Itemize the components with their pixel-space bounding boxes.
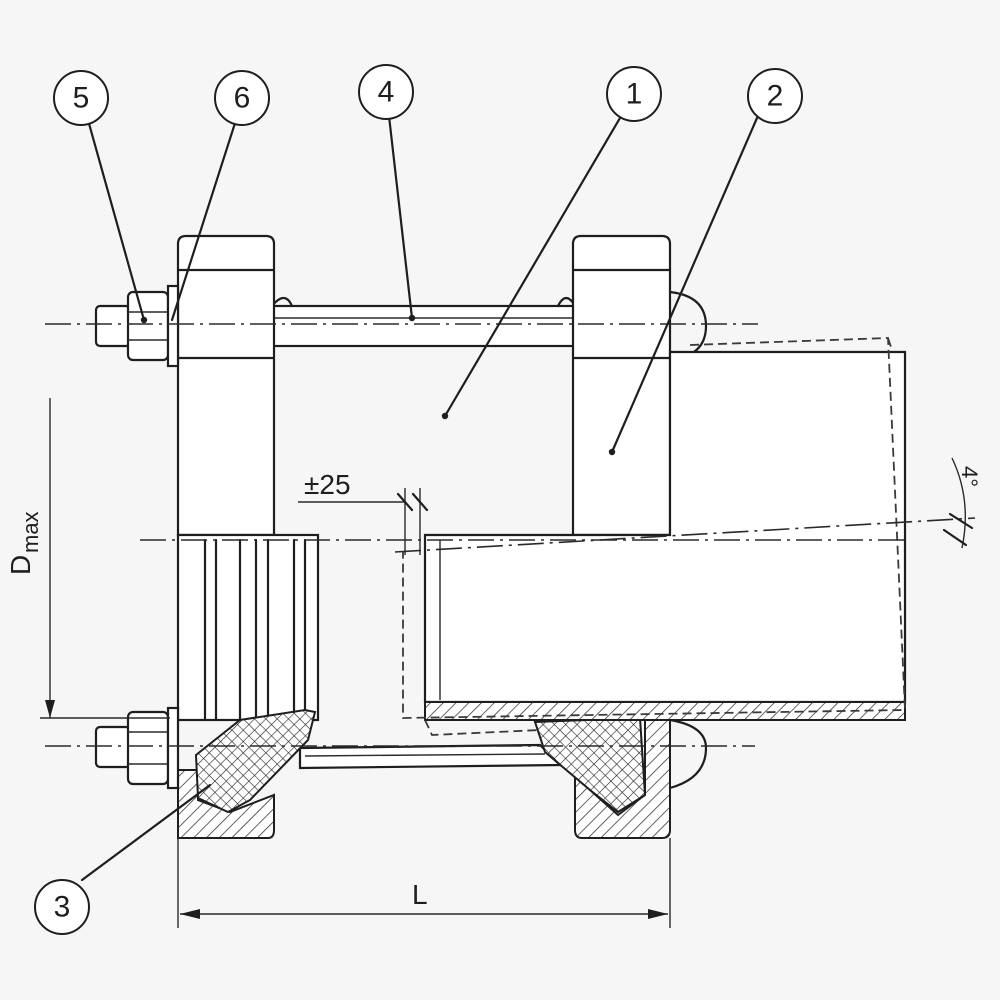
dimension-tolerance: ±25 [298,469,429,555]
balloon-4: 4 [358,64,414,120]
balloon-3: 3 [34,879,90,935]
sleeve-bottom [298,743,563,770]
balloon-4-label: 4 [378,76,395,109]
angle-label: 4° [957,466,982,487]
balloon-2-label: 2 [767,80,784,113]
nut-top [94,284,180,368]
tolerance-label: ±25 [304,469,351,500]
balloon-5-label: 5 [73,82,90,115]
dimension-dmax: D max [5,398,170,719]
tie-bolt-top [270,296,579,348]
left-flange [176,234,320,839]
right-flange [533,234,708,839]
dimension-length: L [177,838,671,928]
balloon-3-label: 3 [54,891,71,924]
balloon-5: 5 [53,70,109,126]
balloon-6: 6 [214,70,270,126]
balloon-2: 2 [747,68,803,124]
inserted-pipe [402,337,907,736]
balloon-1: 1 [606,66,662,122]
balloon-1-label: 1 [626,78,643,111]
leaders [80,114,759,882]
dimension-angle: 4° [942,457,982,549]
leader-dots [140,314,616,456]
dmax-subscript: max [18,511,43,553]
dmax-symbol: D [5,555,36,575]
nut-bottom [94,706,180,790]
center-lines [45,323,976,747]
balloon-6-label: 6 [234,82,251,115]
length-label: L [412,879,428,910]
